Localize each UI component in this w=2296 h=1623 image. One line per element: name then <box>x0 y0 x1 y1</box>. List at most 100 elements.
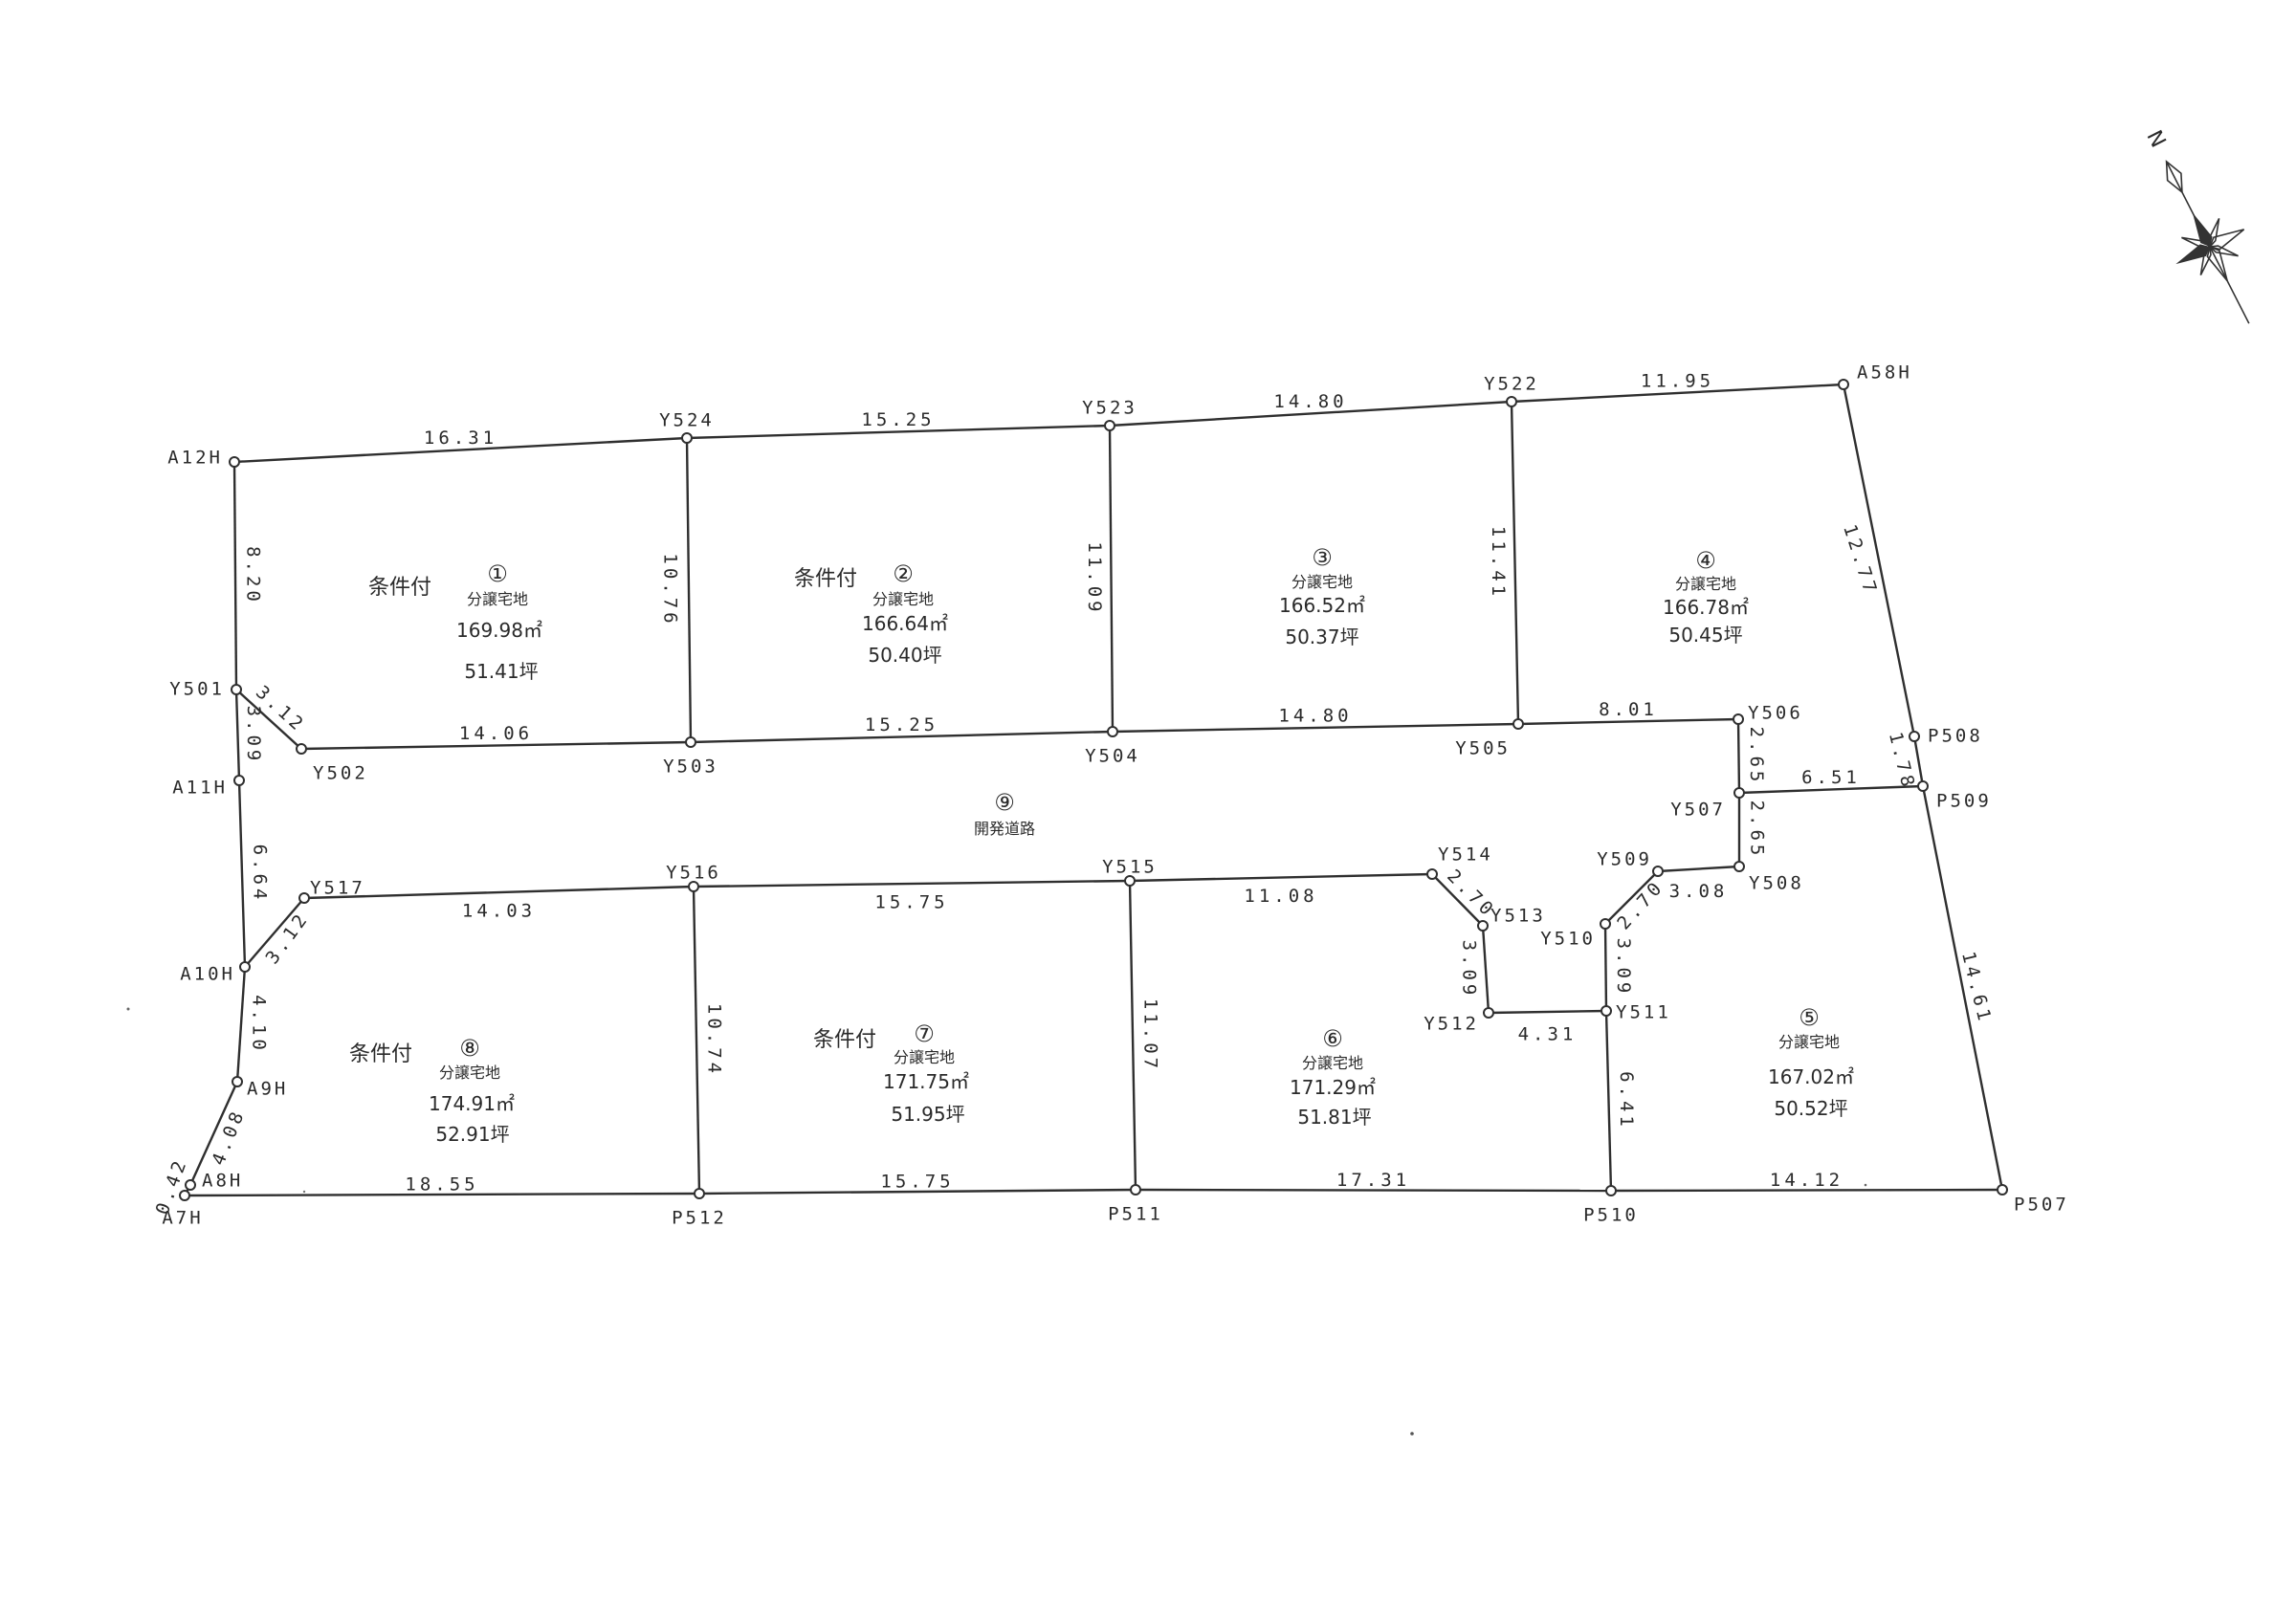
survey-point-y506 <box>1733 713 1744 725</box>
dimension-label: 18.55 <box>405 1174 478 1195</box>
lot-area-tsubo: 52.91坪 <box>435 1123 509 1146</box>
lot-use: 分譲宅地 <box>1292 573 1353 591</box>
boundary-p508-p509 <box>1912 735 1925 787</box>
point-label: Y502 <box>313 763 368 784</box>
lot-5-label: ⑤ 分譲宅地 167.02㎡ 50.52坪 <box>1768 1004 1854 1120</box>
lot-use: 分譲宅地 <box>1302 1054 1363 1072</box>
survey-point-y504 <box>1107 726 1118 737</box>
point-label: Y510 <box>1540 929 1596 950</box>
survey-point-y503 <box>685 736 696 748</box>
point-label: Y514 <box>1438 844 1493 866</box>
lot-area-tsubo: 50.52坪 <box>1774 1097 1847 1120</box>
lot-use: 分譲宅地 <box>1675 575 1736 593</box>
dimension-label: 11.08 <box>1244 886 1317 907</box>
boundary-y503-y504 <box>690 730 1114 744</box>
survey-point-p509 <box>1917 780 1929 792</box>
boundary-y524-y523 <box>686 424 1111 440</box>
boundary-y523-y522 <box>1109 400 1512 428</box>
point-label: P508 <box>1928 726 1983 747</box>
dimension-label: 10.76 <box>660 553 681 626</box>
survey-point-y512 <box>1483 1007 1494 1019</box>
point-label: Y507 <box>1670 800 1726 821</box>
lot-use: 分譲宅地 <box>894 1048 955 1066</box>
boundary-a12h-y501 <box>232 461 238 691</box>
survey-point-a12h <box>229 456 240 468</box>
survey-point-y517 <box>298 892 310 904</box>
boundary-lines <box>183 383 2004 1197</box>
lot-6-label: ⑥ 分譲宅地 171.29㎡ 51.81坪 <box>1290 1025 1376 1129</box>
point-label: Y504 <box>1085 746 1140 767</box>
boundary-y507-p509 <box>1738 784 1924 795</box>
dimension-label: 8.01 <box>1599 699 1658 720</box>
lot-number: ② <box>893 560 914 587</box>
dimension-label: 6.51 <box>1801 767 1861 788</box>
boundary-y515-y514 <box>1129 872 1433 883</box>
survey-point-p507 <box>1997 1184 2008 1195</box>
dimension-label: 3.09 <box>1459 940 1480 999</box>
lot-area-m2: 167.02㎡ <box>1768 1065 1854 1088</box>
lot-4-label: ④ 分譲宅地 166.78㎡ 50.45坪 <box>1663 547 1749 647</box>
lot-condition: 条件付 <box>813 1028 876 1052</box>
boundary-y501-a11h <box>234 689 241 781</box>
boundary-y509-y510 <box>1604 870 1659 925</box>
boundary-y514-y513 <box>1431 873 1484 927</box>
point-label: A12H <box>167 448 223 469</box>
survey-point-y511 <box>1601 1005 1612 1017</box>
survey-point-a8h <box>185 1179 196 1191</box>
survey-point-p510 <box>1605 1185 1617 1196</box>
lot-2-label: 条件付 ② 分譲宅地 166.64㎡ 50.40坪 <box>794 560 948 667</box>
boundary-y522-y505 <box>1510 401 1520 725</box>
dimension-label: 2.65 <box>1747 801 1768 860</box>
boundary-y523-y504 <box>1108 425 1115 733</box>
scan-specks <box>126 1007 1867 1436</box>
boundary-a9h-a8h <box>188 1081 239 1186</box>
boundary-y513-y512 <box>1481 925 1490 1014</box>
dimension-label: 17.31 <box>1336 1170 1410 1191</box>
survey-point-y508 <box>1733 861 1745 872</box>
survey-point-a58h <box>1838 379 1849 390</box>
lot-number: ⑤ <box>1799 1004 1820 1031</box>
lot-condition: 条件付 <box>794 567 857 591</box>
dimension-label: 3.09 <box>243 706 264 765</box>
point-label: Y522 <box>1484 374 1539 395</box>
road-label: ⑨ 開発道路 <box>974 789 1035 838</box>
dimension-label: 4.31 <box>1518 1024 1578 1045</box>
point-label: P507 <box>2014 1195 2069 1216</box>
survey-point-a7h <box>179 1190 190 1201</box>
survey-points <box>179 379 2008 1201</box>
survey-point-y516 <box>688 881 699 892</box>
boundary-y512-y511 <box>1488 1009 1607 1015</box>
lot-number: ⑦ <box>914 1020 935 1047</box>
survey-point-y514 <box>1426 868 1438 880</box>
dimension-label: 10.74 <box>704 1003 725 1077</box>
point-label: Y512 <box>1424 1014 1479 1035</box>
boundary-p511-p510 <box>1135 1188 1612 1193</box>
survey-point-y502 <box>296 743 307 755</box>
point-label: P509 <box>1936 791 1992 812</box>
boundary-a58h-p508 <box>1842 384 1916 737</box>
lot-8-label: 条件付 ⑧ 分譲宅地 174.91㎡ 52.91坪 <box>349 1035 515 1146</box>
point-label: Y505 <box>1455 738 1511 759</box>
point-label: Y516 <box>666 863 721 884</box>
lot-1-label: 条件付 ① 分譲宅地 169.98㎡ 51.41坪 <box>368 560 542 683</box>
boundary-y522-a58h <box>1511 383 1844 404</box>
point-label: Y511 <box>1616 1002 1671 1023</box>
lot-number: ⑧ <box>459 1035 480 1062</box>
boundary-y502-y503 <box>300 740 692 751</box>
boundary-a10h-a9h <box>235 966 247 1083</box>
boundary-y505-y506 <box>1517 717 1739 726</box>
lot-area-tsubo: 50.37坪 <box>1285 625 1358 648</box>
point-label: P510 <box>1583 1205 1639 1226</box>
boundary-y511-p510 <box>1604 1010 1613 1192</box>
road-number: ⑨ <box>994 789 1015 816</box>
lot-use: 分譲宅地 <box>872 590 934 608</box>
lot-area-tsubo: 51.95坪 <box>891 1103 964 1126</box>
point-label: Y503 <box>663 757 718 778</box>
boundary-y506-y507 <box>1736 718 1741 794</box>
dimension-label: 15.75 <box>874 892 948 913</box>
survey-point-y507 <box>1733 787 1745 799</box>
survey-point-y505 <box>1512 718 1524 730</box>
